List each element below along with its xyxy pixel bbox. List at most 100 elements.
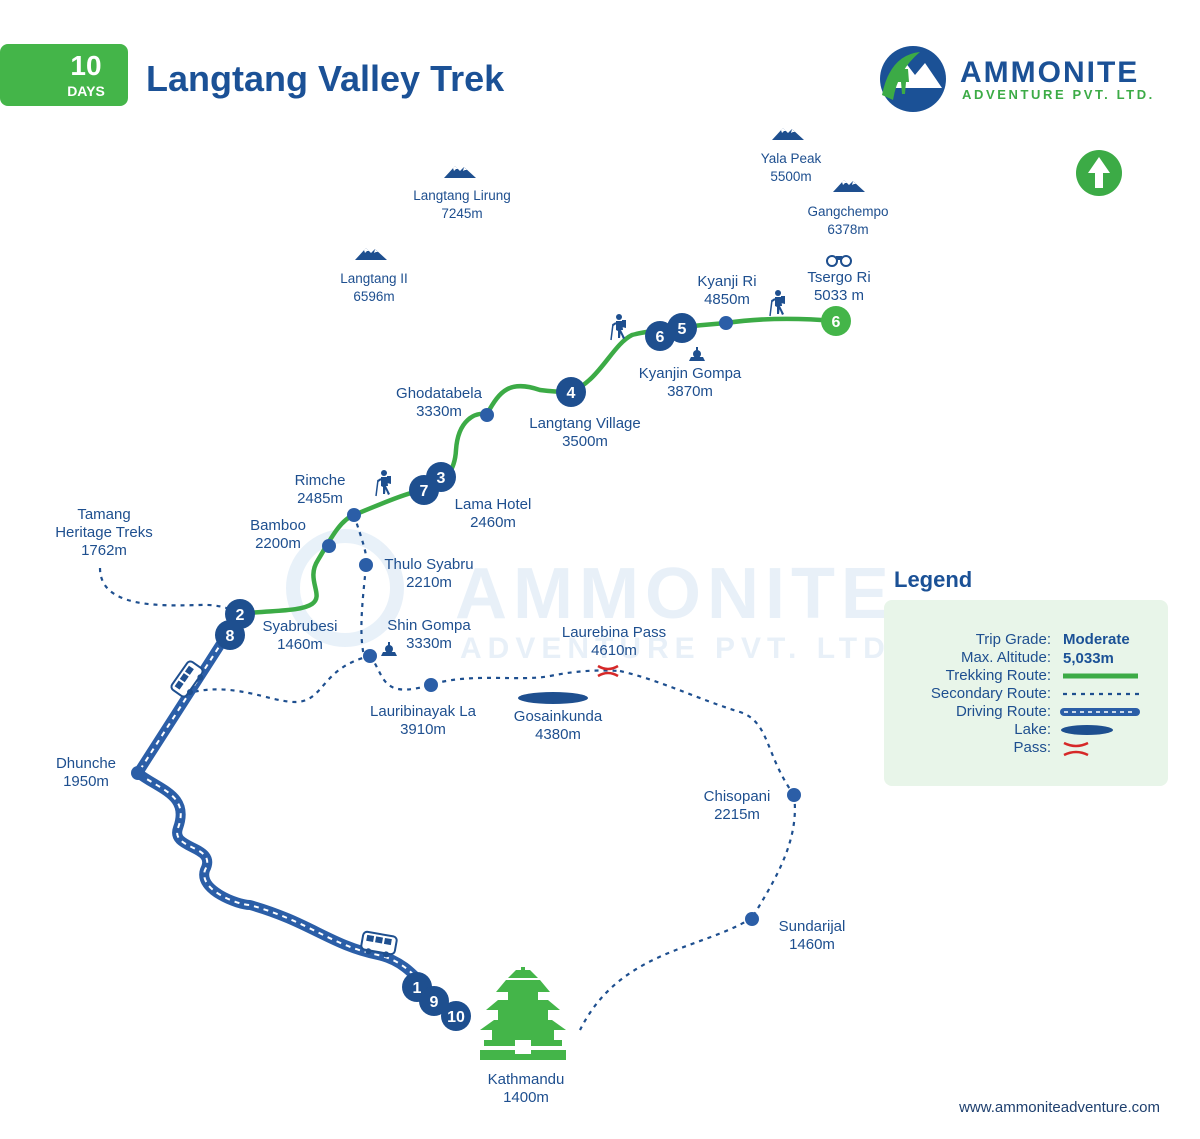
label-rimche: Rimche xyxy=(295,472,346,489)
mountain-icon xyxy=(833,180,865,192)
mountain-icon xyxy=(355,248,387,260)
label-langtang-village: Langtang Village xyxy=(529,415,641,432)
peak-alt: 7245m xyxy=(441,206,482,221)
svg-text:7: 7 xyxy=(420,483,429,500)
legend-trip-grade-label: Trip Grade: xyxy=(976,631,1051,648)
stupa-icon xyxy=(689,347,705,361)
brand-sub: ADVENTURE PVT. LTD. xyxy=(962,87,1155,102)
days-label: DAYS xyxy=(67,83,105,99)
day-markers: 6 6 5 4 7 3 2 8 1 9 10 xyxy=(215,306,851,1031)
label-tamang-2: Heritage Treks xyxy=(55,524,153,541)
label-ghodatabela: Ghodatabela xyxy=(396,385,483,402)
svg-text:5: 5 xyxy=(678,321,687,338)
peak-gangchempo: Gangchempo 6378m xyxy=(807,180,889,237)
peak-langtang-ii: Langtang II 6596m xyxy=(340,248,408,304)
route-laurebina-chisopani xyxy=(619,669,795,796)
place-labels: Tsergo Ri 5033 m Kyanji Ri 4850m Kyanjin… xyxy=(55,269,870,1106)
legend-trekking-label: Trekking Route: xyxy=(946,667,1051,684)
label-tsergo-ri: Tsergo Ri xyxy=(807,269,870,286)
alt-kathmandu: 1400m xyxy=(503,1089,549,1106)
peak-yala: Yala Peak 5500m xyxy=(761,128,822,184)
website-url[interactable]: www.ammoniteadventure.com xyxy=(958,1099,1160,1116)
legend-secondary-label: Secondary Route: xyxy=(931,685,1051,702)
waypoint-chisopani xyxy=(787,788,801,802)
legend: Legend Trip Grade: Moderate Max. Altitud… xyxy=(884,567,1168,786)
waypoint-lauribinayak xyxy=(424,678,438,692)
route-tamang xyxy=(98,567,241,615)
driving-route xyxy=(133,609,461,1021)
waypoint-dhunche xyxy=(131,766,145,780)
legend-title: Legend xyxy=(894,567,972,592)
day-marker-9: 9 xyxy=(419,986,449,1016)
svg-text:6: 6 xyxy=(656,329,665,346)
day-marker-10: 10 xyxy=(441,1001,471,1031)
label-lauribinayak-la: Lauribinayak La xyxy=(370,703,477,720)
alt-sundarijal: 1460m xyxy=(789,936,835,953)
label-gosainkunda: Gosainkunda xyxy=(514,708,603,725)
route-chisopani-sundarijal xyxy=(751,794,796,919)
svg-text:1: 1 xyxy=(413,980,422,997)
label-kyanji-ri: Kyanji Ri xyxy=(697,273,756,290)
alt-lama-hotel: 2460m xyxy=(470,514,516,531)
pass-icon xyxy=(597,664,619,678)
label-thulo-syabru: Thulo Syabru xyxy=(384,556,473,573)
watermark-sub: ADVENTURE PVT. LTD xyxy=(460,632,891,665)
label-lama-hotel: Lama Hotel xyxy=(455,496,532,513)
alt-rimche: 2485m xyxy=(297,490,343,507)
stupa-icon xyxy=(381,642,397,656)
alt-langtang-village: 3500m xyxy=(562,433,608,450)
alt-bamboo: 2200m xyxy=(255,535,301,552)
day-marker-6-end: 6 xyxy=(821,306,851,336)
mountain-icon xyxy=(444,166,476,178)
hiker-icon xyxy=(375,469,392,497)
alt-tamang: 1762m xyxy=(81,542,127,559)
svg-text:8: 8 xyxy=(226,628,235,645)
secondary-routes xyxy=(98,514,796,1031)
watermark: AMMONITE ADVENTURE PVT. LTD xyxy=(286,529,895,665)
peak-name: Yala Peak xyxy=(761,151,822,166)
alt-laurebina-pass: 4610m xyxy=(591,642,637,659)
peak-name: Langtang II xyxy=(340,271,408,286)
route-thulo-syabru xyxy=(352,514,368,657)
pagoda-icon xyxy=(480,967,566,1060)
label-dhunche: Dhunche xyxy=(56,755,116,772)
binoculars-icon xyxy=(826,255,852,267)
label-tamang-1: Tamang xyxy=(77,506,130,523)
mountain-icon xyxy=(772,128,804,140)
lake-gosainkunda xyxy=(518,692,588,704)
day-marker-3: 3 xyxy=(426,462,456,492)
alt-kyanjin-gompa: 3870m xyxy=(667,383,713,400)
peak-alt: 6596m xyxy=(353,289,394,304)
legend-max-alt-value: 5,033m xyxy=(1063,650,1114,667)
legend-trip-grade-value: Moderate xyxy=(1063,631,1130,648)
svg-text:10: 10 xyxy=(447,1009,465,1026)
label-syabrubesi: Syabrubesi xyxy=(262,618,337,635)
legend-lake-label: Lake: xyxy=(1014,721,1051,738)
waypoint-rimche xyxy=(347,508,361,522)
svg-text:6: 6 xyxy=(832,314,841,331)
watermark-text: AMMONITE xyxy=(455,554,895,634)
page-title: Langtang Valley Trek xyxy=(146,58,505,99)
legend-pass-swatch xyxy=(1063,741,1089,757)
route-sundarijal-ktm xyxy=(579,917,753,1031)
legend-max-alt-label: Max. Altitude: xyxy=(961,649,1051,666)
hiker-icon xyxy=(610,313,627,341)
days-number: 10 xyxy=(70,50,101,81)
alt-thulo-syabru: 2210m xyxy=(406,574,452,591)
svg-text:3: 3 xyxy=(437,470,446,487)
north-arrow-icon xyxy=(1076,150,1122,196)
label-bamboo: Bamboo xyxy=(250,517,306,534)
waypoint-ghodatabela xyxy=(480,408,494,422)
alt-syabrubesi: 1460m xyxy=(277,636,323,653)
svg-text:2: 2 xyxy=(236,607,245,624)
days-badge: 10 DAYS xyxy=(0,44,128,106)
alt-ghodatabela: 3330m xyxy=(416,403,462,420)
label-chisopani: Chisopani xyxy=(704,788,771,805)
label-shin-gompa: Shin Gompa xyxy=(387,617,471,634)
peak-langtang-lirung: Langtang Lirung 7245m xyxy=(413,166,511,221)
day-marker-4: 4 xyxy=(556,377,586,407)
alt-shin-gompa: 3330m xyxy=(406,635,452,652)
waypoint-thulo-syabru xyxy=(359,558,373,572)
brand-name: AMMONITE xyxy=(960,56,1139,89)
